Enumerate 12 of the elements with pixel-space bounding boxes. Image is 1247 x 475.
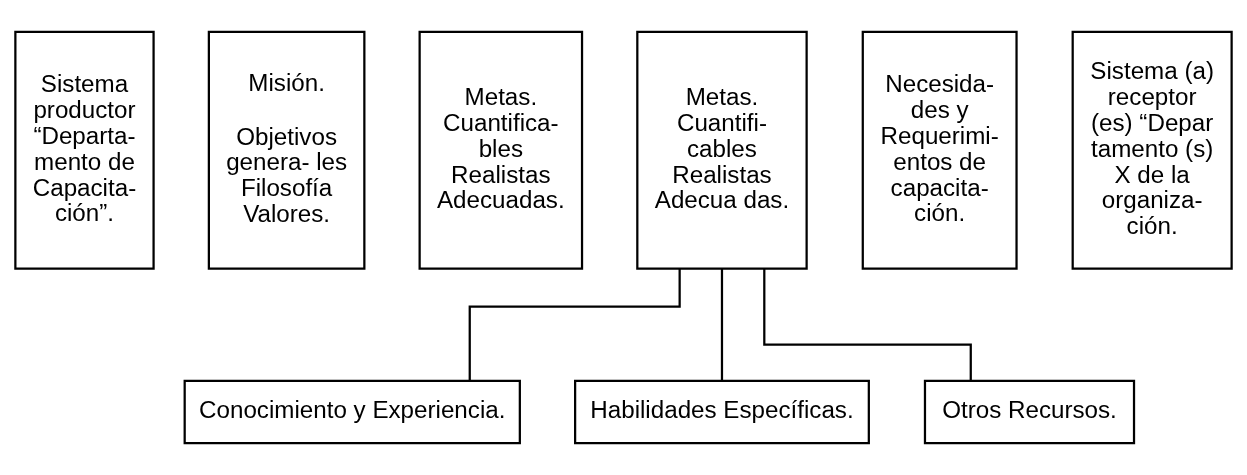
node-box: Otros Recursos. bbox=[923, 379, 1136, 445]
connector bbox=[720, 268, 724, 381]
node-box: Sistema productor “Departa- mento de Capacita- ción”. bbox=[14, 30, 155, 270]
node-box: Metas. Cuantifi- cables Realistas Adecua das. bbox=[636, 30, 808, 270]
node-box: Habilidades Específicas. bbox=[574, 379, 870, 445]
connector bbox=[763, 268, 972, 381]
node-box: Conocimiento y Experiencia. bbox=[183, 379, 521, 445]
node-box: Metas. Cuantifica- bles Realistas Adecuadas. bbox=[418, 30, 584, 270]
node-box: Necesida- des y Requerimi- entos de capacita- ción. bbox=[861, 30, 1018, 270]
connector bbox=[468, 268, 681, 381]
node-box: Misión. Objetivos genera- les Filosofía Valores. bbox=[207, 30, 366, 270]
node-box: Sistema (a) receptor (es) “Depar tamento (s) X de la organiza- ción. bbox=[1071, 30, 1233, 270]
